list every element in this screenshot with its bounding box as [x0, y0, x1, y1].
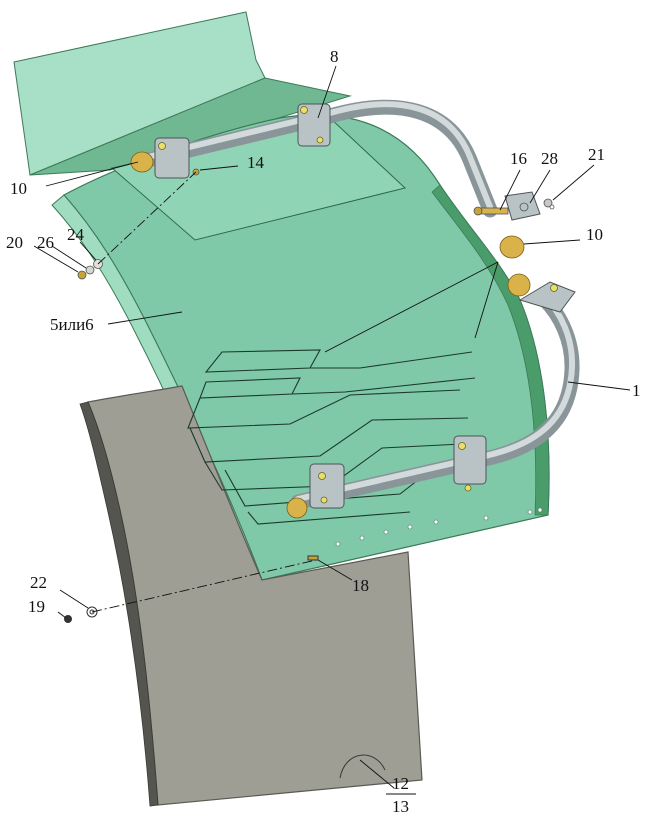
callout-21: 21 — [588, 145, 605, 164]
fasteners-right — [473, 198, 555, 216]
callout-8: 8 — [330, 47, 339, 66]
callout-5-or-6: 5или6 — [50, 315, 94, 334]
callout-16: 16 — [510, 149, 527, 168]
callout-19: 19 — [28, 597, 45, 616]
upper-mount-tube-highlight — [145, 101, 493, 210]
callout-10-right: 10 — [586, 225, 603, 244]
callout-14: 14 — [247, 153, 265, 172]
callout-26: 26 — [37, 233, 54, 252]
mudflap-edge — [79, 401, 159, 807]
fender-mount-holes — [335, 507, 543, 547]
fender-side-strip — [431, 184, 550, 516]
assembly-axes — [91, 171, 317, 613]
bolt-heads — [158, 106, 558, 504]
leader-lines — [33, 65, 631, 795]
callout-12: 12 — [392, 774, 409, 793]
lower-mount-tube-highlight — [295, 294, 576, 502]
fender-top-cap — [13, 11, 266, 176]
callout-1: 1 — [632, 381, 641, 400]
callout-28: 28 — [541, 149, 558, 168]
rubber-bushings — [130, 151, 531, 519]
callout-24: 24 — [67, 225, 85, 244]
fender-top-cap-shade — [29, 77, 352, 176]
callout-18: 18 — [352, 576, 369, 595]
callout-22: 22 — [30, 573, 47, 592]
callout-13: 13 — [392, 797, 409, 816]
callout-20: 20 — [6, 233, 23, 252]
mudflap-notch — [339, 754, 386, 779]
callout-10-top: 10 — [10, 179, 27, 198]
